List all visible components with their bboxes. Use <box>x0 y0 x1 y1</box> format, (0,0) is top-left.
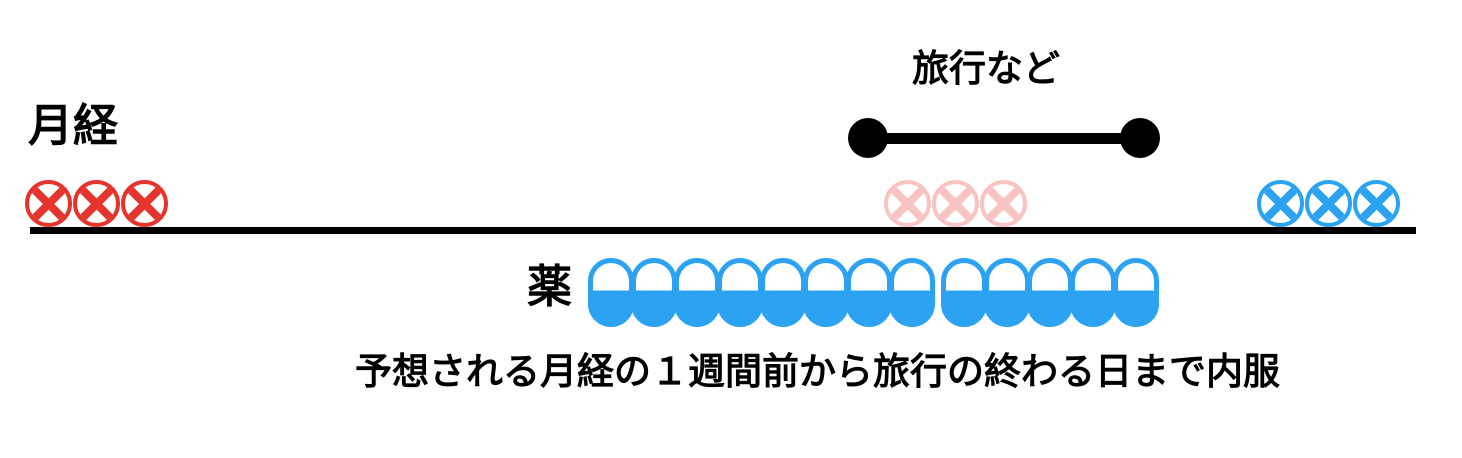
x-circle-icon <box>25 180 72 227</box>
x-circle-icon <box>980 180 1027 227</box>
medicine-label: 薬 <box>527 261 573 312</box>
x-circle-icon <box>884 180 931 227</box>
travel-line <box>866 133 1142 144</box>
caption-text: 予想される月経の１週間前から旅行の終わる日まで内服 <box>355 351 1280 392</box>
marker-group-delayed-blue <box>1257 180 1400 227</box>
x-circle-icon <box>1305 180 1352 227</box>
travel-period-line <box>848 118 1160 158</box>
timeline-axis <box>30 227 1416 234</box>
pill-group <box>588 258 935 327</box>
marker-group-expected-pink <box>884 180 1027 227</box>
x-circle-icon <box>1353 180 1400 227</box>
pill-capsule-icon <box>1070 258 1116 327</box>
pill-capsule-icon <box>1027 258 1073 327</box>
pill-row <box>588 258 1159 327</box>
pill-capsule-icon <box>941 258 987 327</box>
x-circle-icon <box>1257 180 1304 227</box>
pill-capsule-icon <box>631 258 677 327</box>
x-circle-icon <box>73 180 120 227</box>
pill-capsule-icon <box>846 258 892 327</box>
pill-capsule-icon <box>717 258 763 327</box>
travel-label: 旅行など <box>912 48 1060 89</box>
pill-capsule-icon <box>588 258 634 327</box>
travel-end-dot <box>1120 118 1160 158</box>
pill-capsule-icon <box>760 258 806 327</box>
pill-capsule-icon <box>674 258 720 327</box>
pill-capsule-icon <box>984 258 1030 327</box>
menstruation-label: 月経 <box>28 100 119 151</box>
pill-capsule-icon <box>889 258 935 327</box>
x-circle-icon <box>932 180 979 227</box>
pill-group <box>941 258 1159 327</box>
pill-capsule-icon <box>1113 258 1159 327</box>
x-circle-icon <box>121 180 168 227</box>
marker-group-menstruation-red <box>25 180 168 227</box>
pill-capsule-icon <box>803 258 849 327</box>
